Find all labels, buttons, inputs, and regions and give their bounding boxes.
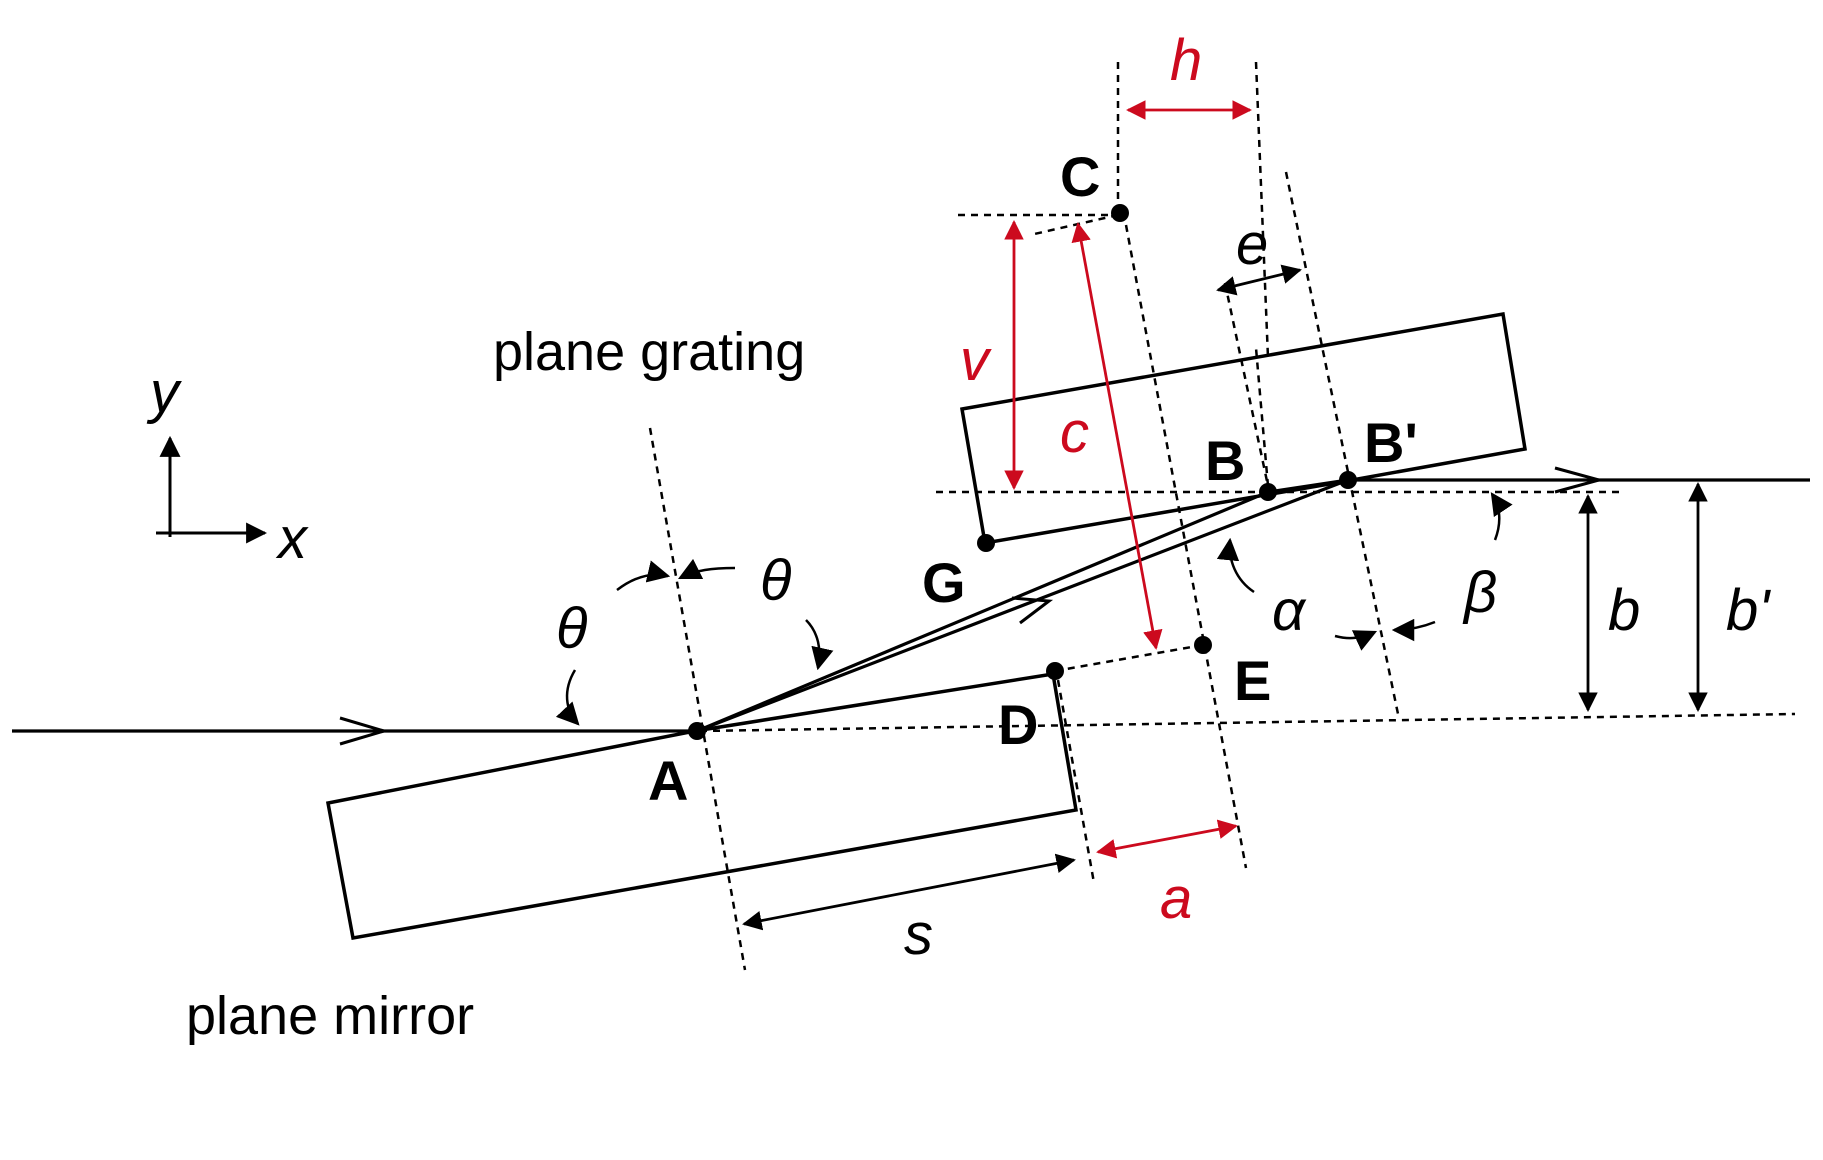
h-label: h bbox=[1170, 28, 1202, 93]
point-Bprime-label: B' bbox=[1364, 411, 1418, 474]
normal-line-A bbox=[648, 427, 747, 971]
ray-B-Bprime bbox=[1267, 478, 1349, 494]
point-B-dot bbox=[1259, 483, 1277, 501]
bprime-label: b' bbox=[1726, 578, 1771, 643]
theta-right-arrow bbox=[805, 619, 834, 671]
plane-mirror-caption: plane mirror bbox=[186, 986, 474, 1046]
diffracted-ray-A-Bprime bbox=[696, 478, 1349, 733]
alpha-beta-arrow-left bbox=[1334, 630, 1378, 651]
baseline-A bbox=[699, 712, 1796, 733]
light-rays bbox=[12, 478, 1810, 733]
dimension-e bbox=[1216, 264, 1302, 296]
point-G-dot bbox=[977, 534, 995, 552]
theta-left-label: θ bbox=[556, 596, 587, 661]
alpha-arrow bbox=[1216, 537, 1255, 594]
y-axis-label: y bbox=[146, 360, 182, 425]
dimension-a bbox=[1096, 819, 1238, 859]
line-Bprime-normal bbox=[1284, 171, 1400, 715]
theta-right-top-arrow bbox=[677, 558, 736, 580]
red-dimensions bbox=[1004, 100, 1252, 859]
vertical-h-right bbox=[1254, 61, 1270, 359]
v-label: v bbox=[960, 328, 992, 393]
line-C-E bbox=[1124, 224, 1248, 869]
point-A-label: A bbox=[648, 749, 688, 812]
angle-arrows bbox=[555, 492, 1513, 726]
point-C-label: C bbox=[1060, 145, 1100, 208]
line-D-down bbox=[1056, 679, 1096, 884]
c-label: c bbox=[1060, 400, 1089, 465]
a-label: a bbox=[1160, 866, 1192, 931]
diffracted-chevron bbox=[1011, 596, 1054, 625]
point-D-dot bbox=[1046, 662, 1064, 680]
point-E-label: E bbox=[1234, 649, 1271, 712]
line-D-E bbox=[1054, 643, 1204, 673]
dimension-s bbox=[742, 853, 1076, 931]
incident-chevron bbox=[339, 716, 390, 746]
dimension-c bbox=[1071, 222, 1163, 650]
beta-label: β bbox=[1462, 560, 1497, 625]
point-markers bbox=[688, 204, 1357, 740]
plane-grating-caption: plane grating bbox=[493, 322, 805, 382]
construction-lines bbox=[648, 61, 1796, 971]
plane-grating-block bbox=[959, 311, 1528, 546]
alpha-beta-arrow-right bbox=[1391, 618, 1436, 642]
line-B-up bbox=[1254, 347, 1270, 487]
point-Bprime-dot bbox=[1339, 471, 1357, 489]
ray-direction-markers bbox=[339, 466, 1605, 746]
s-label: s bbox=[904, 902, 933, 967]
theta-left-arrow bbox=[555, 669, 580, 726]
axes-indicator: y x bbox=[146, 360, 309, 571]
point-E-dot bbox=[1194, 636, 1212, 654]
ray-A-B bbox=[696, 490, 1269, 733]
point-A-dot bbox=[688, 722, 706, 740]
alpha-label: α bbox=[1272, 578, 1307, 643]
e-label: e bbox=[1236, 212, 1268, 277]
red-labels: h v c a bbox=[960, 28, 1202, 931]
b-label: b bbox=[1608, 578, 1640, 643]
black-dimensions bbox=[742, 264, 1708, 931]
x-axis-label: x bbox=[275, 506, 309, 571]
point-D-label: D bbox=[998, 693, 1038, 756]
beta-arrow bbox=[1490, 492, 1513, 541]
theta-right-label: θ bbox=[760, 548, 791, 613]
point-B-label: B bbox=[1205, 429, 1245, 492]
point-C-dot bbox=[1111, 204, 1129, 222]
line-B-normal bbox=[1223, 282, 1270, 487]
plane-mirror-block bbox=[325, 671, 1079, 941]
exit-chevron bbox=[1554, 466, 1605, 494]
point-G-label: G bbox=[922, 551, 966, 614]
C-to-edge bbox=[1029, 213, 1119, 237]
theta-left-top-arrow bbox=[616, 560, 671, 591]
